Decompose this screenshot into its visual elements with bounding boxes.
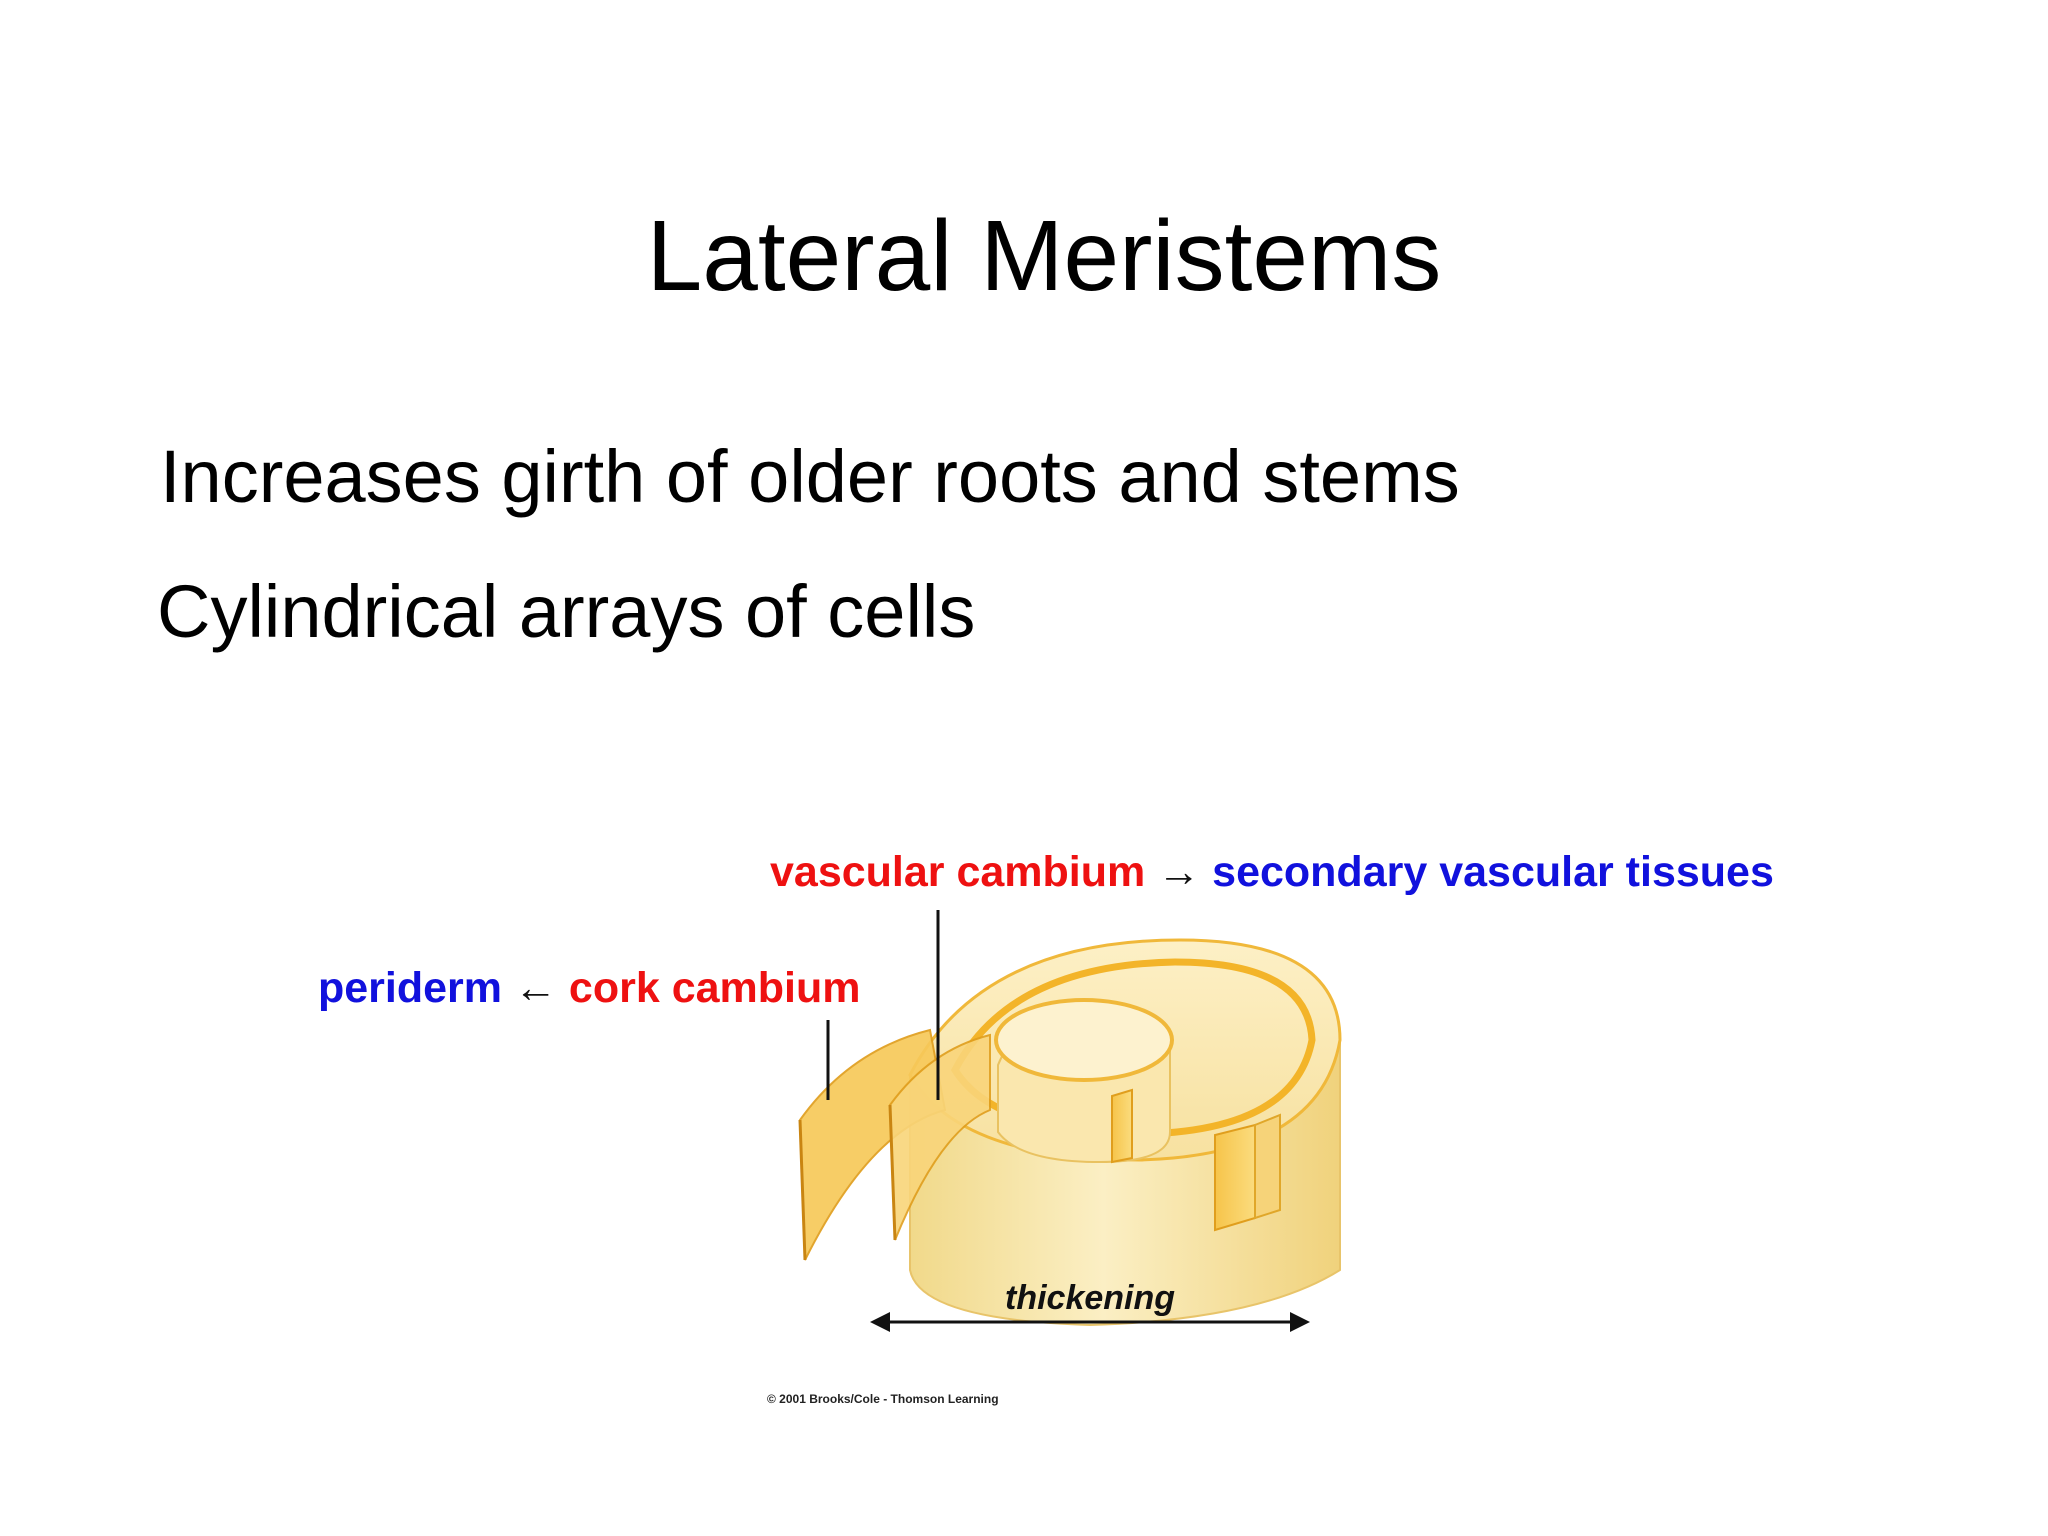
vascular-cambium-sheet xyxy=(888,1033,991,1241)
bullet-girth: Increases girth of older roots and stems xyxy=(160,435,1460,518)
thickening-label: thickening xyxy=(1005,1279,1176,1317)
arrow-right-icon: → xyxy=(1157,848,1201,896)
secondary-vascular-tissues-label: secondary vascular tissues xyxy=(1212,848,1774,896)
slide-title: Lateral Meristems xyxy=(646,200,1442,312)
stem-cross-section-diagram xyxy=(798,910,1342,1332)
arrow-left-icon: ← xyxy=(513,964,557,1012)
copyright-text: © 2001 Brooks/Cole - Thomson Learning xyxy=(767,1392,999,1406)
vascular-cambium-label-row: vascular cambium → secondary vascular ti… xyxy=(770,846,1774,898)
inner-notch xyxy=(1111,1088,1133,1164)
periderm-label-row: periderm ← cork cambium xyxy=(318,962,860,1014)
bullet-cylindrical: Cylindrical arrays of cells xyxy=(157,570,976,653)
cork-cambium-label: cork cambium xyxy=(568,964,861,1012)
vascular-cambium-label: vascular cambium xyxy=(770,848,1146,896)
inner-cylinder xyxy=(994,998,1174,1164)
right-notch xyxy=(1214,1113,1281,1232)
thickening-arrow xyxy=(870,1312,1310,1332)
periderm-label: periderm xyxy=(318,964,503,1012)
